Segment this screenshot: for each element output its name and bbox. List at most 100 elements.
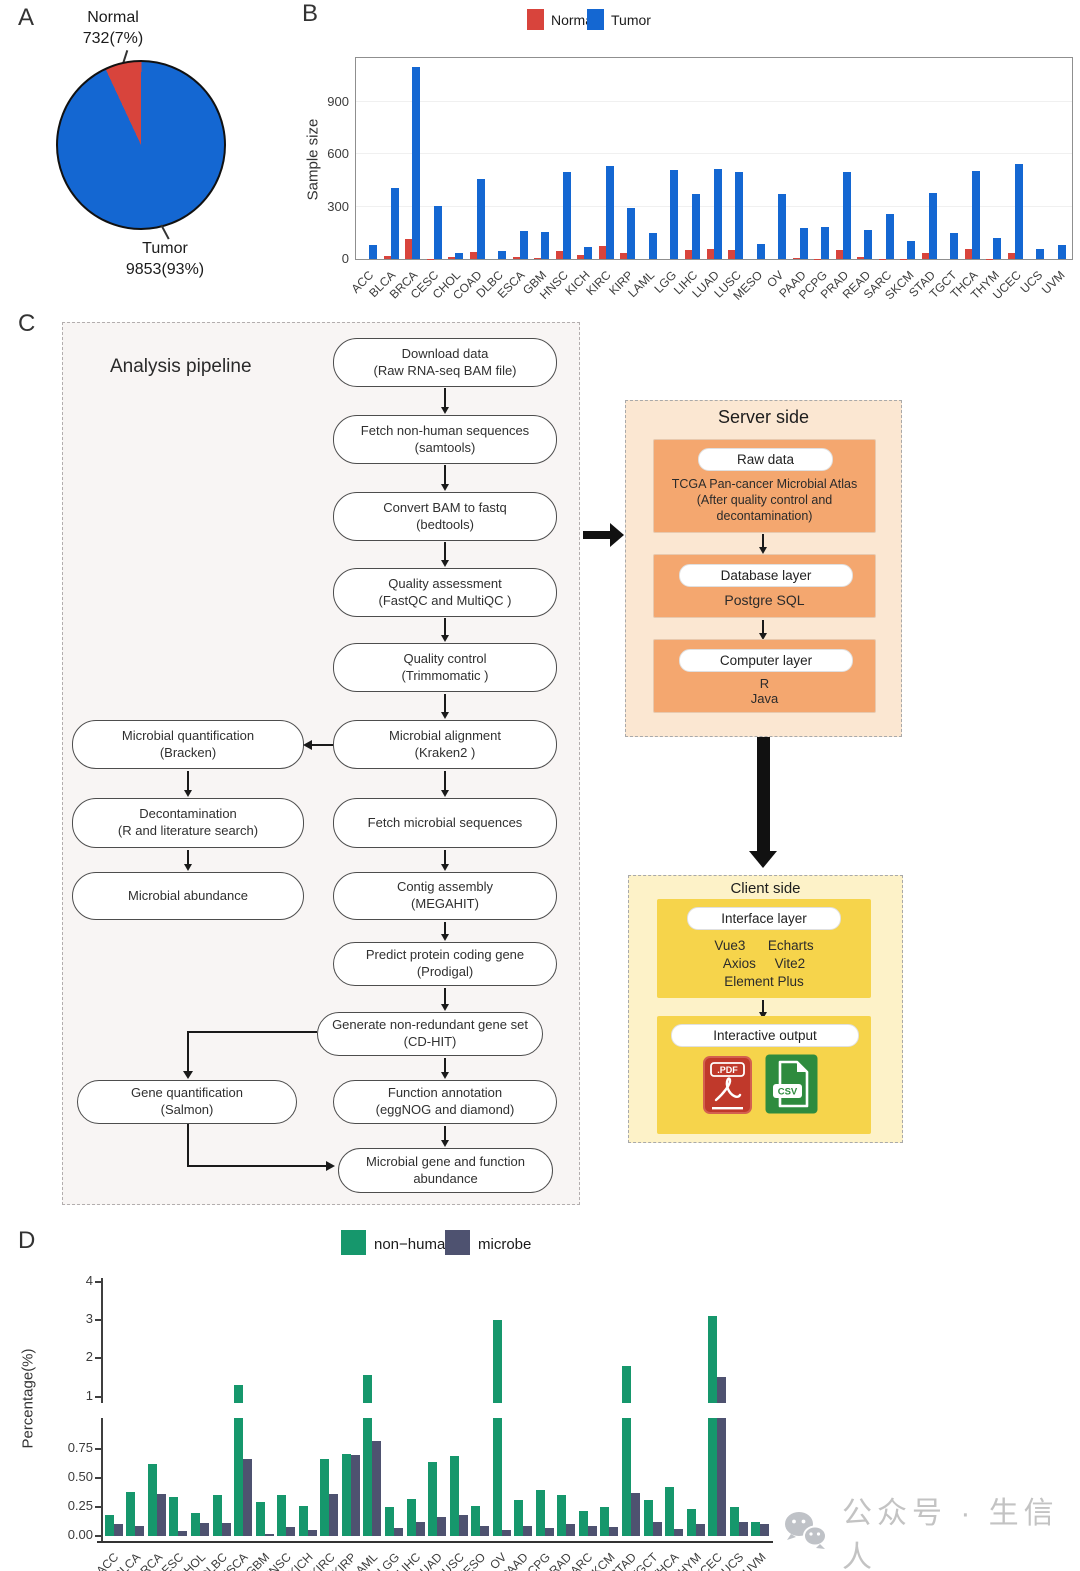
pipeline-arrow-8 <box>440 922 449 941</box>
client-interface-line2: Axios Vite2 <box>722 956 806 971</box>
bar-tumor-KIRC <box>605 166 614 259</box>
bar-tumor-UVM <box>1057 245 1066 259</box>
bar-normal-UCEC <box>1007 252 1015 259</box>
panelD-lower-tickmark-0.25 <box>95 1506 101 1508</box>
gridline <box>356 100 1072 102</box>
bar-group-TGCT <box>940 58 962 259</box>
pipeline-arrow-11 <box>440 1126 449 1147</box>
panelD-bar-non−human-HNSC <box>277 1495 287 1536</box>
bar-normal-READ <box>857 257 865 259</box>
bar-normal-LUAD <box>706 248 714 259</box>
pdf-icon: .PDF <box>703 1056 752 1119</box>
panelD-bar-non−human-BRCA <box>147 1464 157 1536</box>
bar-normal-LUSC <box>728 250 736 259</box>
panelD-bar-non−human-THYM <box>686 1509 696 1536</box>
bar-group-UCEC <box>1004 58 1026 259</box>
panelD-bar-microbe-ESCA <box>243 1459 253 1536</box>
panelD-lower-tickmark-0.5 <box>95 1477 101 1479</box>
panelD-bar-microbe-PAAD <box>523 1525 533 1536</box>
client-arrow-1 <box>758 1000 767 1019</box>
panelD-bar-non−human-KICH <box>298 1505 308 1536</box>
bar-tumor-CHOL <box>455 252 464 259</box>
server-side-box: Server side Raw data TCGA Pan-cancer Mic… <box>625 400 902 737</box>
bar-tumor-STAD <box>928 193 937 259</box>
panelD-upper-tickmark-4 <box>95 1280 101 1283</box>
bar-group-UCS <box>1026 58 1048 259</box>
server-side-title: Server side <box>717 407 810 427</box>
pie-chart <box>56 60 226 230</box>
client-interface-pill: Interface layer <box>687 907 841 930</box>
panelD-bar-non−human-MESO <box>471 1505 481 1536</box>
panelD-bar-microbe-UCEC <box>717 1418 727 1536</box>
pipeline-node-main-11: Function annotation(eggNOG and diamond) <box>333 1080 557 1124</box>
elbow-cdhit-h <box>188 1031 317 1033</box>
pipeline-arrow-12 <box>183 771 192 797</box>
bar-group-THYM <box>983 58 1005 259</box>
panelD-bar-non−human-PCPG <box>535 1489 545 1536</box>
elbow-salmon-h <box>187 1165 327 1167</box>
server-computer-box: Computer layer R Java <box>653 639 876 713</box>
server-raw-data-line2: (After quality control and <box>696 493 833 507</box>
bar-tumor-COAD <box>476 179 485 259</box>
bar-group-KIRC <box>596 58 618 259</box>
panelD-upper-tick-4: 4 <box>85 1272 93 1288</box>
panelD-bar-non−human-CESC <box>169 1496 179 1536</box>
panelD-bar-microbe-KICH <box>307 1530 317 1536</box>
panelD-lower-tickmark-0.75 <box>95 1448 101 1450</box>
bar-tumor-PAAD <box>799 227 808 259</box>
pipeline-title: Analysis pipeline <box>110 356 252 377</box>
panelD-bar-microbe-LGG <box>393 1527 403 1536</box>
panelD-bar-microbe-BRCA <box>156 1494 166 1536</box>
panelD-bar-non−human-STAD <box>621 1418 631 1536</box>
svg-text:.PDF: .PDF <box>717 1065 738 1075</box>
bar-normal-CHOL <box>448 257 456 259</box>
panelD-bar-microbe-KIRC <box>329 1494 339 1536</box>
panelD-bar-non−human-KIRP <box>341 1453 351 1536</box>
panelD-bar-non−human-LUSC <box>449 1456 459 1536</box>
panelD-bar-microbe-KIRP <box>350 1454 360 1536</box>
bar-group-ACC <box>359 58 381 259</box>
bar-tumor-MESO <box>756 244 765 259</box>
panelD-bar-non−human-SARC <box>578 1510 588 1536</box>
bar-tumor-LAML <box>648 232 657 259</box>
panelD-bar-non−human-LUAD <box>428 1461 437 1536</box>
bar-group-SARC <box>875 58 897 259</box>
panelB-ytick-300: 300 <box>327 198 349 214</box>
bar-normal-KICH <box>577 254 585 259</box>
pipeline-node-main-10: Generate non-redundant gene set(CD-HIT) <box>317 1012 543 1056</box>
panelD-bar-non−human-LAML <box>363 1418 373 1536</box>
bar-normal-PAAD <box>792 258 800 259</box>
panelB-ytick-900: 900 <box>327 93 349 109</box>
watermark: 公众号 · 生信人 <box>782 1488 1080 1571</box>
bar-tumor-ACC <box>369 245 378 259</box>
bar-group-DLBC <box>488 58 510 259</box>
panelD-bar-non−human-PRAD <box>557 1495 567 1536</box>
panelD-bar-non−human-DLBC <box>212 1495 222 1536</box>
panelD-lower-tickmark-0 <box>95 1535 101 1537</box>
bar-group-SKCM <box>897 58 919 259</box>
bar-tumor-BLCA <box>390 187 399 259</box>
panelB-xlabel-UVM: UVM <box>1038 268 1068 297</box>
legend-swatch-normal <box>527 9 544 30</box>
pipeline-node-main-8: Contig assembly(MEGAHIT) <box>333 872 557 920</box>
bar-group-LAML <box>639 58 661 259</box>
panelD-upper-tick-2: 2 <box>85 1349 93 1365</box>
bar-tumor-PCPG <box>821 227 830 259</box>
bar-group-LIHC <box>682 58 704 259</box>
elbow-cdhit-head <box>183 1071 193 1079</box>
panelD-bar-non−human-PAAD <box>514 1500 524 1536</box>
pipeline-arrow-7 <box>440 850 449 871</box>
legend-label-tumor: Tumor <box>611 12 651 28</box>
bar-tumor-DLBC <box>498 250 507 259</box>
panelD-bar-non−human-SKCM <box>600 1507 610 1536</box>
panel-label-a: A <box>18 4 35 31</box>
legend-swatch-microbe <box>445 1230 470 1255</box>
panelD-bar-microbe-THYM <box>695 1524 705 1536</box>
pie-normal-name: Normal <box>87 9 139 26</box>
legend-label-nonhuman: non−human <box>374 1236 454 1253</box>
bar-tumor-UCS <box>1036 249 1045 259</box>
legend-label-microbe: microbe <box>478 1236 532 1253</box>
panelD-upper-tick-1: 1 <box>85 1387 93 1403</box>
bar-group-CHOL <box>445 58 467 259</box>
